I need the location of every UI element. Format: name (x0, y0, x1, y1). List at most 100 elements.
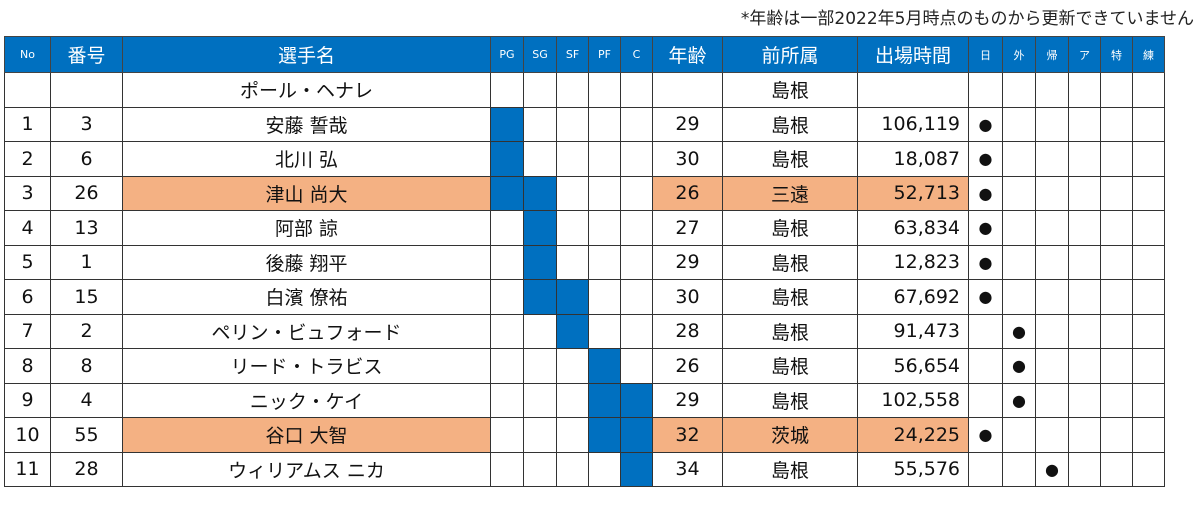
cell-flag-japanese: ● (968, 210, 1003, 246)
cell-no (4, 72, 51, 108)
cell-previous-team: 島根 (722, 72, 858, 108)
cell-position-c (620, 451, 653, 487)
cell-previous-team: 島根 (722, 451, 858, 487)
cell-flag-asia (1068, 106, 1101, 142)
cell-age: 30 (652, 279, 723, 315)
cell-flag-special (1100, 279, 1133, 315)
cell-position-c (620, 382, 653, 418)
cell-playing-time: 63,834 (857, 210, 969, 246)
cell-flag-foreign (1002, 141, 1036, 177)
cell-flag-returnee (1035, 210, 1069, 246)
cell-position-sg (523, 279, 557, 315)
cell-position-pg (490, 141, 524, 177)
cell-flag-asia (1068, 417, 1101, 453)
cell-flag-japanese (968, 348, 1003, 384)
cell-position-pf (588, 417, 621, 453)
header-sg: SG (523, 36, 557, 73)
cell-flag-asia (1068, 348, 1101, 384)
cell-flag-asia (1068, 382, 1101, 418)
cell-number: 3 (50, 106, 123, 142)
cell-position-pg (490, 279, 524, 315)
cell-position-sg (523, 175, 557, 211)
cell-flag-japanese (968, 451, 1003, 487)
cell-position-sf (556, 244, 589, 280)
cell-flag-foreign (1002, 210, 1036, 246)
header-pg: PG (490, 36, 524, 73)
cell-number: 13 (50, 210, 123, 246)
cell-flag-asia (1068, 279, 1101, 315)
cell-flag-foreign (1002, 417, 1036, 453)
cell-previous-team: 島根 (722, 348, 858, 384)
cell-flag-practice (1132, 313, 1165, 349)
update-note: *年齢は一部2022年5月時点のものから更新できていません (740, 9, 1194, 29)
cell-position-sg (523, 348, 557, 384)
cell-flag-foreign: ● (1002, 313, 1036, 349)
header-playing-time: 出場時間 (857, 36, 969, 73)
cell-flag-asia (1068, 175, 1101, 211)
cell-flag-returnee (1035, 382, 1069, 418)
cell-flag-foreign (1002, 451, 1036, 487)
cell-position-pg (490, 348, 524, 384)
cell-position-sg (523, 244, 557, 280)
cell-flag-asia (1068, 313, 1101, 349)
cell-flag-practice (1132, 175, 1165, 211)
cell-position-sf (556, 348, 589, 384)
cell-player-name: 白濱 僚祐 (122, 279, 491, 315)
cell-flag-practice (1132, 244, 1165, 280)
header-returnee: 帰 (1035, 36, 1069, 73)
cell-flag-practice (1132, 106, 1165, 142)
cell-flag-practice (1132, 141, 1165, 177)
cell-no: 10 (4, 417, 51, 453)
cell-age: 34 (652, 451, 723, 487)
cell-previous-team: 島根 (722, 141, 858, 177)
cell-flag-foreign (1002, 279, 1036, 315)
header-practice: 練 (1132, 36, 1165, 73)
cell-position-pf (588, 141, 621, 177)
cell-flag-asia (1068, 451, 1101, 487)
cell-number: 55 (50, 417, 123, 453)
cell-position-sg (523, 141, 557, 177)
cell-position-sf (556, 313, 589, 349)
cell-flag-foreign (1002, 244, 1036, 280)
cell-age: 32 (652, 417, 723, 453)
cell-previous-team: 島根 (722, 106, 858, 142)
cell-position-pg (490, 210, 524, 246)
cell-flag-returnee (1035, 72, 1069, 108)
cell-age: 26 (652, 348, 723, 384)
cell-number: 4 (50, 382, 123, 418)
cell-position-sf (556, 141, 589, 177)
cell-flag-japanese (968, 72, 1003, 108)
cell-player-name: ペリン・ビュフォード (122, 313, 491, 349)
cell-flag-special (1100, 106, 1133, 142)
cell-flag-practice (1132, 210, 1165, 246)
cell-flag-special (1100, 382, 1133, 418)
cell-position-pf (588, 244, 621, 280)
cell-flag-returnee (1035, 279, 1069, 315)
cell-position-sf (556, 210, 589, 246)
cell-flag-foreign (1002, 175, 1036, 211)
cell-position-c (620, 244, 653, 280)
cell-previous-team: 島根 (722, 244, 858, 280)
cell-flag-practice (1132, 451, 1165, 487)
cell-player-name: ニック・ケイ (122, 382, 491, 418)
cell-flag-foreign: ● (1002, 348, 1036, 384)
cell-position-pf (588, 348, 621, 384)
cell-position-sf (556, 279, 589, 315)
cell-age: 27 (652, 210, 723, 246)
cell-flag-returnee: ● (1035, 451, 1069, 487)
cell-player-name: 安藤 誓哉 (122, 106, 491, 142)
cell-position-c (620, 106, 653, 142)
cell-flag-asia (1068, 244, 1101, 280)
cell-flag-japanese: ● (968, 175, 1003, 211)
cell-position-pf (588, 279, 621, 315)
cell-position-sf (556, 175, 589, 211)
cell-position-sf (556, 382, 589, 418)
cell-number (50, 72, 123, 108)
cell-position-pg (490, 451, 524, 487)
cell-no: 8 (4, 348, 51, 384)
cell-flag-special (1100, 210, 1133, 246)
